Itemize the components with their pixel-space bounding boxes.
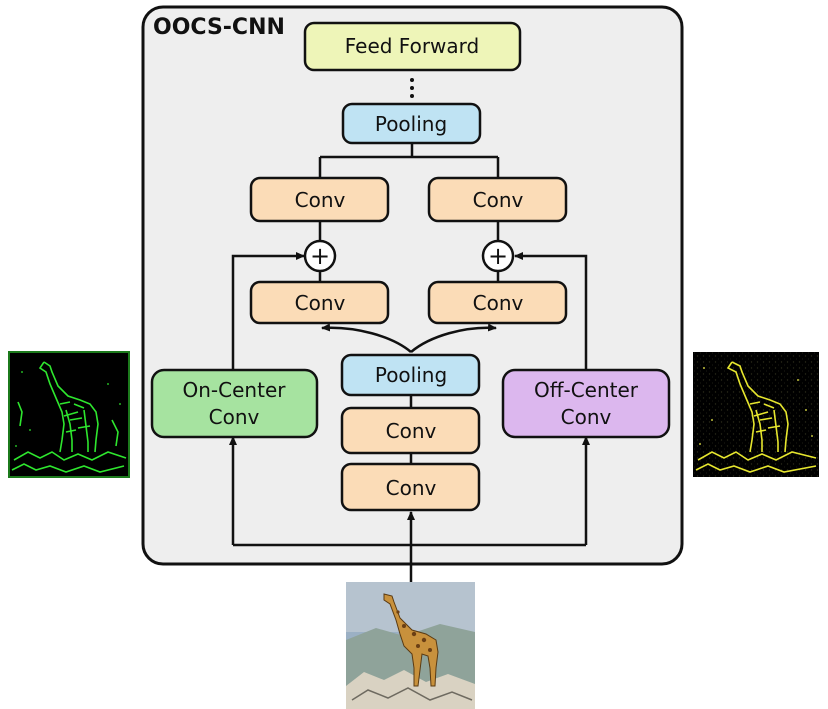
off-center-label-line1: Off-Center [534, 378, 639, 402]
plus-left-sign: + [310, 242, 330, 270]
pooling-to-conv-right-curve [410, 323, 497, 353]
conv-stack-lower-label: Conv [386, 476, 437, 500]
conv-upper-right-block: Conv [427, 176, 568, 223]
off-center-output-image [693, 352, 819, 477]
plus-left-node: + [303, 239, 337, 273]
on-center-label-line1: On-Center [183, 378, 287, 402]
on-center-conv-block: On-Center Conv [150, 368, 319, 439]
pooling-middle-block: Pooling [340, 353, 481, 397]
pooling-to-conv-left-curve [321, 323, 412, 353]
conv-upper-right-label: Conv [473, 188, 524, 212]
off-center-conv-block: Off-Center Conv [501, 368, 671, 439]
conv-lower-left-block: Conv [249, 280, 390, 325]
off-center-to-plus-wire [514, 252, 588, 370]
on-center-to-plus-wire [231, 252, 305, 370]
conv-stack-lower-block: Conv [340, 462, 481, 512]
panel-title: OOCS-CNN [153, 15, 285, 40]
on-center-label-line2: Conv [209, 405, 260, 429]
conv-upper-left-label: Conv [295, 188, 346, 212]
off-center-label-line2: Conv [561, 405, 612, 429]
pooling-middle-label: Pooling [375, 363, 447, 387]
conv-stack-upper-label: Conv [386, 419, 437, 443]
ellipsis-dots [410, 78, 414, 98]
plus-right-node: + [481, 239, 515, 273]
feed-forward-block: Feed Forward [303, 21, 522, 72]
conv-lower-right-label: Conv [473, 291, 524, 315]
pooling-top-label: Pooling [375, 112, 447, 136]
input-image [346, 582, 475, 709]
conv-lower-right-block: Conv [427, 280, 568, 325]
on-center-output-image [8, 351, 130, 478]
plus-right-sign: + [488, 242, 508, 270]
pooling-top-block: Pooling [341, 102, 482, 145]
conv-stack-upper-block: Conv [340, 406, 481, 455]
feed-forward-label: Feed Forward [345, 34, 480, 58]
pooling-split-wire [318, 143, 500, 178]
conv-lower-left-label: Conv [295, 291, 346, 315]
conv-upper-left-block: Conv [249, 176, 390, 223]
